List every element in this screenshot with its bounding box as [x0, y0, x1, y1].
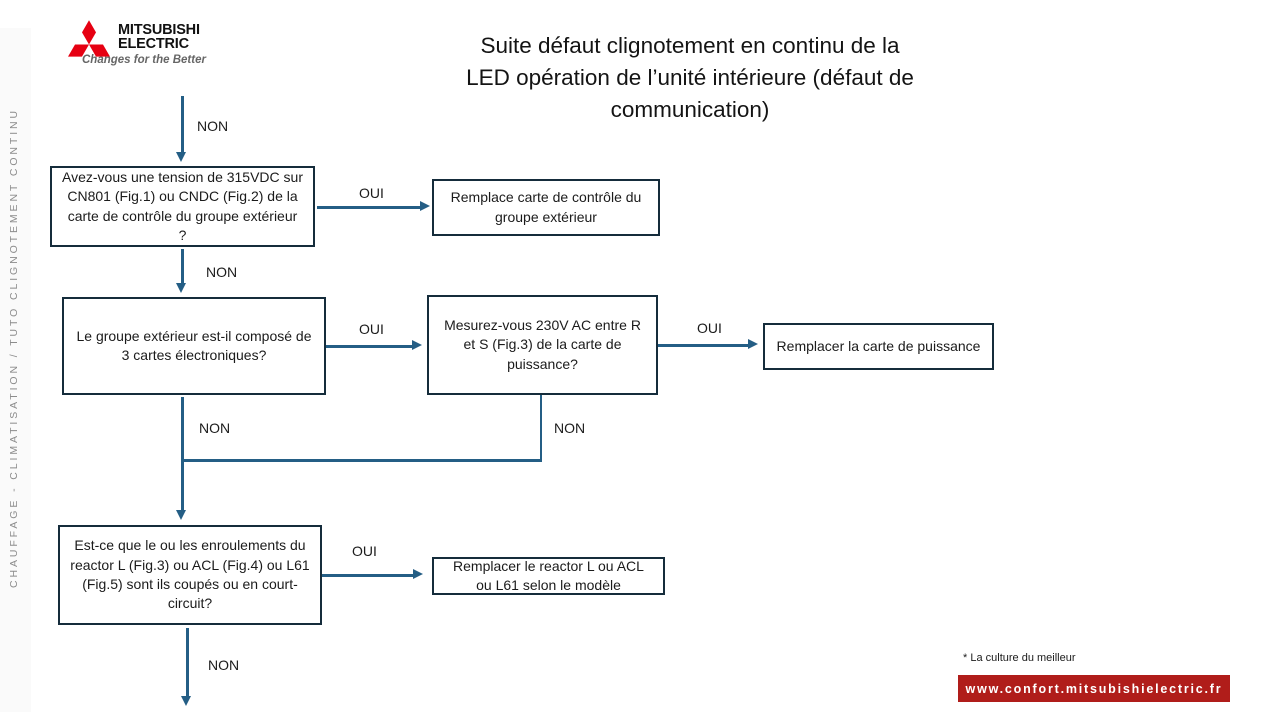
edge-label-oui-4: OUI [352, 543, 377, 559]
website-banner: www.confort.mitsubishielectric.fr [958, 675, 1230, 702]
connector-q2-to-q3 [326, 345, 412, 348]
brand-wordmark-line1: MITSUBISHI [118, 22, 200, 38]
arrow-right-icon [420, 201, 430, 211]
arrow-down-icon [181, 696, 191, 706]
connector-q4-to-r3 [322, 574, 413, 577]
arrow-down-icon [176, 283, 186, 293]
flow-box-result-remplace-carte-controle: Remplace carte de contrôle du groupe ext… [432, 179, 660, 236]
flow-box-question-tension-315vdc: Avez-vous une tension de 315VDC sur CN80… [50, 166, 315, 247]
arrow-right-icon [412, 340, 422, 350]
flow-box-result-remplacer-carte-puissance: Remplacer la carte de puissance [763, 323, 994, 370]
arrow-right-icon [413, 569, 423, 579]
mitsubishi-diamonds-icon [68, 20, 110, 57]
arrow-down-icon [176, 510, 186, 520]
mitsubishi-logo: MITSUBISHI ELECTRIC Changes for the Bett… [64, 18, 224, 70]
connector-q3-non-down [539, 395, 542, 461]
brand-tagline: Changes for the Better [82, 54, 206, 66]
footer-culture-note: * La culture du meilleur [963, 652, 1076, 664]
flow-box-question-230v-ac: Mesurez-vous 230V AC entre R et S (Fig.3… [427, 295, 658, 395]
connector-top-to-q1 [181, 96, 184, 152]
flow-box-question-enroulements-reactor: Est-ce que le ou les enroulements du rea… [58, 525, 322, 625]
page-title: Suite défaut clignotement en continu de … [420, 30, 960, 126]
connector-q1-to-r1 [317, 206, 420, 209]
page-title-line3: communication) [610, 97, 770, 122]
arrow-right-icon [748, 339, 758, 349]
connector-q3-to-r2 [658, 344, 748, 347]
sidebar-vertical-caption: CHAUFFAGE - CLIMATISATION / TUTO CLIGNOT… [8, 108, 20, 588]
connector-q1-to-q2 [181, 249, 184, 283]
connector-q2-non-down [181, 397, 184, 510]
edge-label-oui-3: OUI [697, 320, 722, 336]
connector-merge-horizontal [181, 459, 542, 462]
brand-wordmark: MITSUBISHI ELECTRIC [118, 22, 200, 52]
page-title-line2: LED opération de l’unité intérieure (déf… [466, 65, 914, 90]
edge-label-non-5: NON [208, 657, 240, 673]
brand-wordmark-line2: ELECTRIC [118, 35, 189, 52]
edge-label-oui-1: OUI [359, 185, 384, 201]
edge-label-oui-2: OUI [359, 321, 384, 337]
left-margin-strip [0, 28, 31, 712]
page-title-line1: Suite défaut clignotement en continu de … [480, 33, 900, 58]
edge-label-non-4: NON [554, 420, 586, 436]
edge-label-non-2: NON [206, 264, 238, 280]
edge-label-non-1: NON [197, 118, 229, 134]
flow-box-result-remplacer-reactor: Remplacer le reactor L ou ACL ou L61 sel… [432, 557, 665, 595]
flow-box-question-3-cartes: Le groupe extérieur est-il composé de 3 … [62, 297, 326, 395]
connector-q4-non-down [186, 628, 189, 696]
arrow-down-icon [176, 152, 186, 162]
edge-label-non-3: NON [199, 420, 231, 436]
